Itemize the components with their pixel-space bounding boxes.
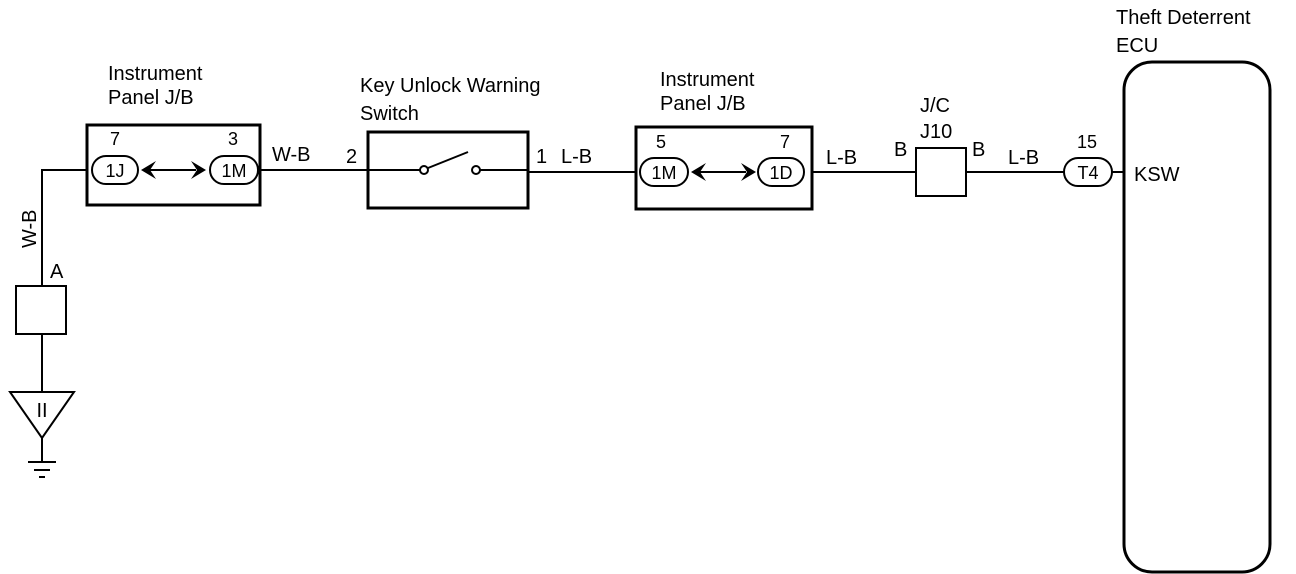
- wire-label-wb-horizontal: W-B: [272, 144, 311, 166]
- wire-label-lb-2: L-B: [826, 147, 857, 169]
- ecu-box: [1122, 60, 1272, 574]
- instrument-panel-jb-left: Instrument Panel J/B 7 3 1J 1M: [85, 63, 262, 207]
- wire-label-lb-1: L-B: [561, 146, 592, 168]
- ecu-terminal-ksw: KSW: [1134, 164, 1180, 186]
- ecu-title-2: ECU: [1116, 35, 1158, 57]
- jc-pin-right: B: [972, 139, 985, 161]
- ecu-title-1: Theft Deterrent: [1116, 7, 1251, 29]
- jc-title-1: J/C: [920, 95, 950, 117]
- ground-connector-label: A: [50, 261, 64, 283]
- jb-left-arrow-left-icon: [141, 161, 156, 179]
- switch-title-1: Key Unlock Warning: [360, 75, 540, 97]
- jc-box: [915, 147, 967, 197]
- ground-point-triangle-icon: [8, 391, 76, 440]
- switch-contact-right: [471, 165, 481, 175]
- theft-deterrent-ecu: Theft Deterrent ECU 15 T4 KSW: [1063, 7, 1272, 574]
- switch-blade-icon: [427, 151, 469, 169]
- jb-right-title-2: Panel J/B: [660, 93, 746, 115]
- key-unlock-warning-switch: Key Unlock Warning Switch 2 1: [346, 75, 547, 210]
- ground-connector-box: [15, 285, 67, 335]
- junction-connector-j10: J/C J10 B B: [894, 95, 985, 197]
- connector-t4: [1063, 157, 1113, 187]
- wire-label-wb-vertical: W-B: [19, 209, 41, 248]
- connector-1m-right: [639, 157, 689, 187]
- jb-right-pin-left: 5: [656, 132, 666, 152]
- jb-left-title-1: Instrument: [108, 63, 203, 85]
- jb-left-arrow-right-icon: [191, 161, 206, 179]
- switch-pin-left: 2: [346, 146, 357, 168]
- ecu-pin: 15: [1077, 132, 1097, 152]
- jc-pin-left: B: [894, 139, 907, 161]
- jb-right-title-1: Instrument: [660, 69, 755, 91]
- wire-label-lb-3: L-B: [1008, 147, 1039, 169]
- connector-1d: [757, 157, 805, 187]
- connector-t4-label: T4: [1077, 163, 1098, 183]
- jb-right-arrow-right-icon: [741, 163, 756, 181]
- wire-layer: [41, 169, 1124, 462]
- switch-title-2: Switch: [360, 103, 419, 125]
- jb-left-pin-right: 3: [228, 129, 238, 149]
- jb-left-pin-left: 7: [110, 129, 120, 149]
- ground-section: A II: [8, 261, 76, 478]
- connector-1j-label: 1J: [105, 161, 124, 181]
- connector-1d-label: 1D: [769, 163, 792, 183]
- jc-title-2: J10: [920, 121, 952, 143]
- jb-right-arrow-left-icon: [691, 163, 706, 181]
- switch-contact-left: [419, 165, 429, 175]
- connector-1m-left-label: 1M: [221, 161, 246, 181]
- switch-pin-right: 1: [536, 146, 547, 168]
- ground-point-symbol: II: [36, 400, 47, 422]
- instrument-panel-jb-right: Instrument Panel J/B 5 7 1M 1D: [634, 69, 814, 211]
- wire-wb-vertical: [41, 169, 90, 286]
- connector-1j: [91, 155, 139, 185]
- connector-1m-right-label: 1M: [651, 163, 676, 183]
- jb-left-title-2: Panel J/B: [108, 87, 194, 109]
- connector-1m-left: [209, 155, 259, 185]
- jb-right-pin-right: 7: [780, 132, 790, 152]
